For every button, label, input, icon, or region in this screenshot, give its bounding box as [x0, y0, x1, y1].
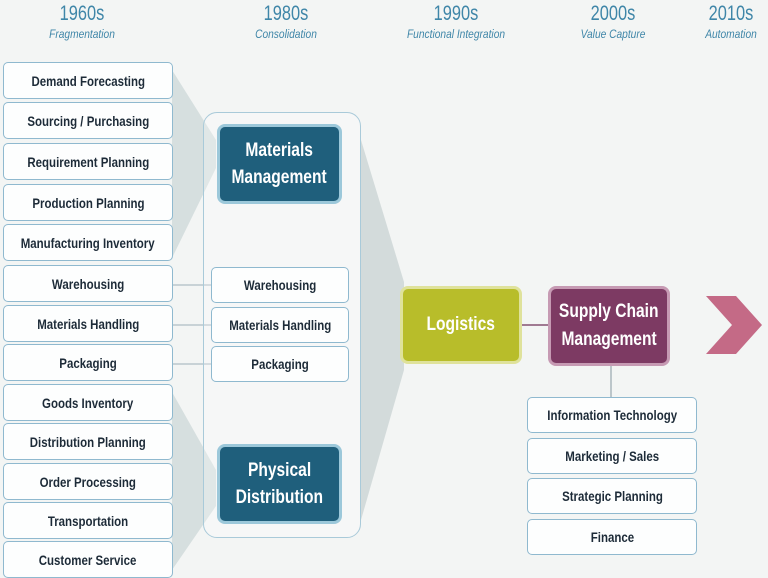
- shared-label: Packaging: [251, 356, 309, 372]
- fragment-manufacturing-inventory: Manufacturing Inventory: [3, 224, 173, 261]
- scm-item-label: Strategic Planning: [561, 488, 663, 504]
- scm-item-label: Information Technology: [547, 407, 677, 423]
- fragment-requirement-planning: Requirement Planning: [3, 143, 173, 180]
- fragment-label: Packaging: [59, 354, 117, 371]
- shared-label: Materials Handling: [228, 317, 332, 333]
- materials-management-node: Materials Management: [217, 124, 342, 204]
- era-1980s: 1980s Consolidation: [226, 2, 346, 42]
- funnel-top: [172, 70, 216, 258]
- supply-chain-management-node: Supply Chain Management: [548, 286, 670, 366]
- fragment-distribution-planning: Distribution Planning: [3, 423, 173, 460]
- fragment-label: Requirement Planning: [27, 153, 149, 170]
- logistics-node: Logistics: [400, 286, 522, 364]
- node-label-line1: Physical: [247, 460, 312, 481]
- fragment-goods-inventory: Goods Inventory: [3, 384, 173, 421]
- node-label-line1: Materials: [245, 140, 314, 161]
- funnel-consolidation: [361, 140, 404, 520]
- era-year: 1960s: [59, 2, 105, 25]
- fragment-warehousing: Warehousing: [3, 265, 173, 302]
- era-year: 1980s: [263, 2, 309, 25]
- era-subtitle: Fragmentation: [49, 27, 115, 41]
- scm-item-marketing-sales: Marketing / Sales: [527, 438, 697, 474]
- fragment-label: Manufacturing Inventory: [21, 234, 155, 251]
- fragment-packaging: Packaging: [3, 344, 173, 381]
- fragment-transportation: Transportation: [3, 502, 173, 539]
- era-2010s: 2010s Automation: [694, 2, 768, 42]
- fragment-sourcing-purchasing: Sourcing / Purchasing: [3, 102, 173, 139]
- scm-item-strategic-planning: Strategic Planning: [527, 478, 697, 514]
- fragment-label: Production Planning: [31, 194, 145, 211]
- scm-item-label: Marketing / Sales: [565, 448, 659, 464]
- shared-packaging: Packaging: [211, 346, 349, 382]
- fragment-label: Warehousing: [51, 275, 125, 292]
- logistics-label: Logistics: [426, 314, 496, 335]
- fragment-label: Goods Inventory: [42, 394, 134, 411]
- fragment-label: Sourcing / Purchasing: [27, 112, 149, 129]
- era-year: 1990s: [433, 2, 479, 25]
- scm-item-finance: Finance: [527, 519, 697, 555]
- era-subtitle: Consolidation: [255, 27, 317, 41]
- era-subtitle: Functional Integration: [406, 27, 506, 41]
- era-year: 2000s: [590, 2, 636, 25]
- era-subtitle: Value Capture: [580, 27, 646, 41]
- fragment-order-processing: Order Processing: [3, 463, 173, 500]
- physical-distribution-node: Physical Distribution: [217, 444, 342, 524]
- fragment-label: Transportation: [47, 512, 129, 529]
- fragment-label: Demand Forecasting: [31, 72, 145, 89]
- funnel-bottom: [172, 392, 216, 570]
- scm-item-label: Finance: [590, 529, 634, 545]
- fragment-materials-handling: Materials Handling: [3, 305, 173, 342]
- node-label-line2: Management: [231, 167, 328, 188]
- shared-materials-handling: Materials Handling: [211, 307, 349, 343]
- fragment-label: Distribution Planning: [29, 433, 147, 450]
- era-1960s: 1960s Fragmentation: [22, 2, 142, 42]
- fragment-label: Materials Handling: [36, 315, 140, 332]
- shared-label: Warehousing: [243, 277, 317, 293]
- chevron-right-icon: [706, 296, 762, 354]
- fragment-production-planning: Production Planning: [3, 184, 173, 221]
- scm-label-line2: Management: [561, 329, 657, 350]
- node-label-line2: Distribution: [235, 487, 324, 508]
- era-2000s: 2000s Value Capture: [558, 2, 668, 42]
- shared-warehousing: Warehousing: [211, 267, 349, 303]
- scm-item-information-technology: Information Technology: [527, 397, 697, 433]
- fragment-demand-forecasting: Demand Forecasting: [3, 62, 173, 99]
- era-year: 2010s: [708, 2, 754, 25]
- fragment-label: Order Processing: [39, 473, 137, 490]
- era-1990s: 1990s Functional Integration: [384, 2, 528, 42]
- fragment-customer-service: Customer Service: [3, 541, 173, 578]
- scm-label-line1: Supply Chain: [559, 301, 659, 322]
- fragment-label: Customer Service: [39, 551, 137, 568]
- era-subtitle: Automation: [705, 27, 757, 41]
